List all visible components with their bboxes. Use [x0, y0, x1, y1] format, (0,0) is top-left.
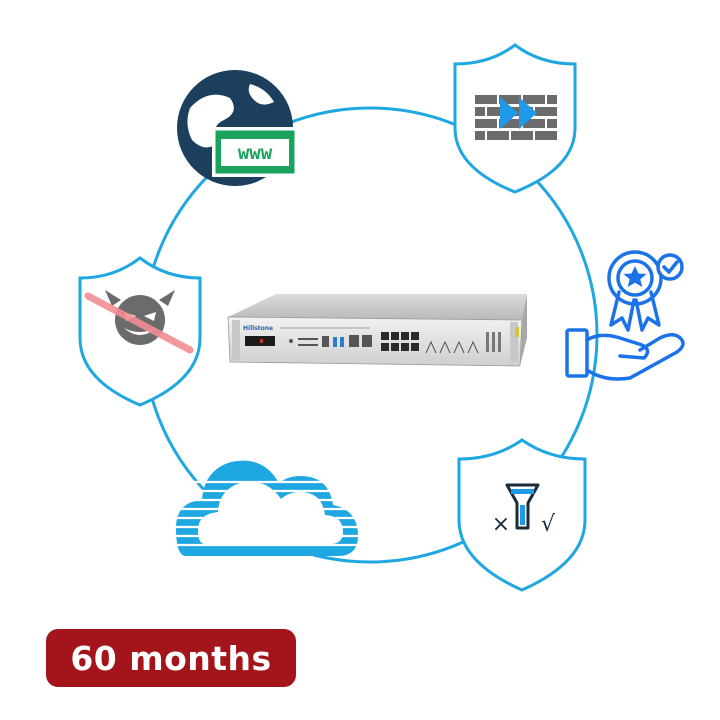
filter-shield-icon: × √	[457, 438, 587, 592]
award-hand-icon	[565, 250, 685, 381]
network-appliance: Hillstone	[227, 294, 527, 367]
duration-badge: 60 months	[46, 629, 296, 687]
firewall-shield-icon	[453, 43, 577, 194]
device-brand: Hillstone	[243, 325, 273, 332]
cloud-icon	[170, 460, 370, 556]
www-label: www	[238, 142, 273, 164]
allow-mark: √	[541, 512, 556, 537]
deny-mark: ×	[492, 512, 510, 537]
globe-www-icon: www	[177, 70, 298, 186]
duration-badge-label: 60 months	[70, 638, 272, 678]
threat-block-shield-icon	[78, 256, 202, 407]
